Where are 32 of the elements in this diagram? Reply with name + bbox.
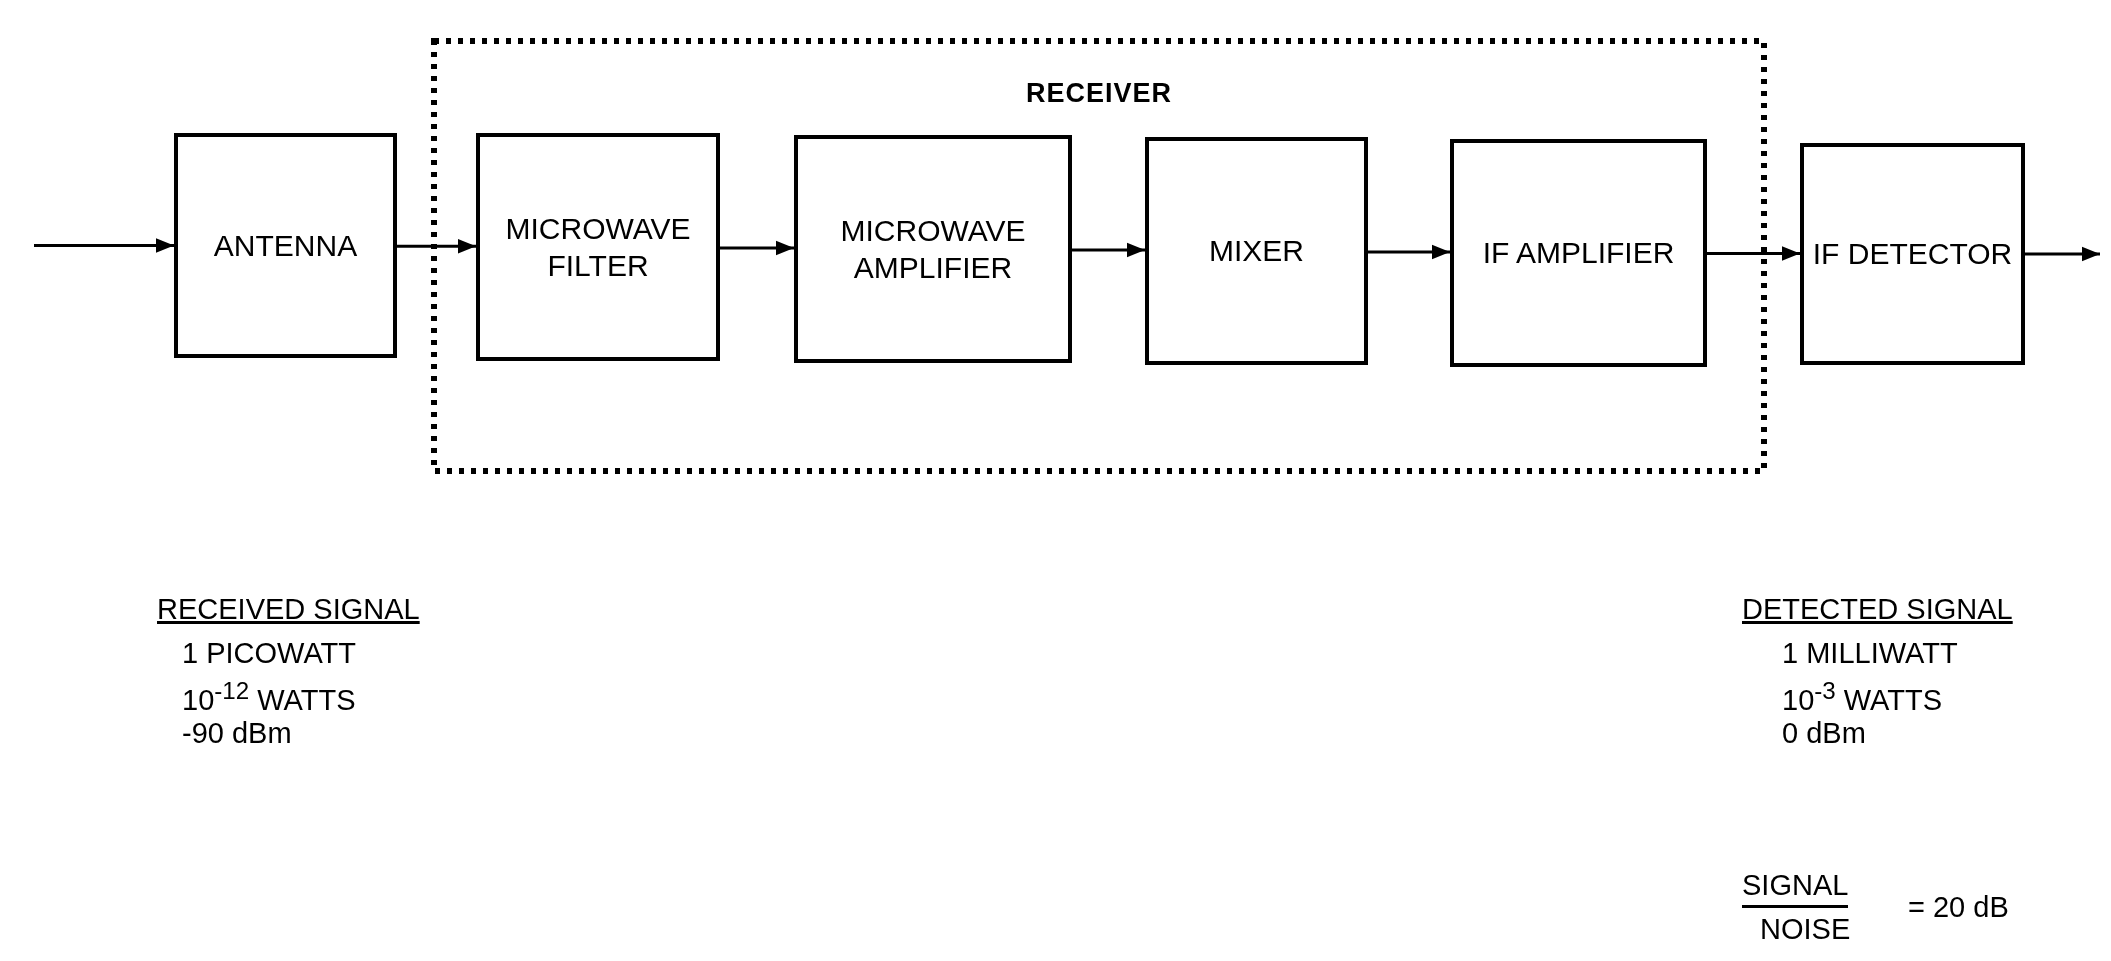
ratio-value: = 20 dB — [1908, 890, 2009, 925]
block-label: MIXER — [1209, 233, 1304, 270]
signal-arrow — [397, 239, 476, 254]
signal-arrow — [1707, 246, 1800, 261]
measurement-text: 1 MILLIWATT — [1782, 636, 1958, 671]
block-label: ANTENNA — [213, 227, 358, 264]
block-label: MICROWAVE AMPLIFIER — [839, 212, 1027, 286]
measurement-text: -90 dBm — [182, 716, 292, 751]
block-label: IF AMPLIFIER — [1482, 235, 1675, 272]
block-box — [1145, 137, 1368, 365]
block-box — [1450, 139, 1707, 367]
measurement-text: 10$^{-3}$ WATTS — [1782, 676, 1943, 718]
hatched-group-boundary — [431, 38, 1767, 474]
signal-arrow — [2025, 246, 2100, 262]
block-box — [794, 135, 1072, 363]
section-heading: DETECTED SIGNAL — [1742, 592, 2013, 627]
signal-arrow — [720, 240, 794, 256]
block-box — [476, 133, 720, 361]
measurement-text: 10$^{-12}$ WATTS — [182, 676, 356, 718]
block-box — [174, 133, 397, 358]
signal-arrow — [34, 238, 174, 253]
section-heading: RECEIVED SIGNAL — [157, 592, 420, 627]
signal-arrow — [1072, 242, 1145, 258]
group-title: RECEIVER — [1024, 78, 1173, 109]
block-box — [1800, 143, 2025, 365]
ratio-numerator: SIGNAL — [1742, 868, 1849, 908]
signal-arrow — [1368, 244, 1450, 260]
block-label: IF DETECTOR — [1812, 236, 2013, 273]
ratio-denominator: NOISE — [1760, 912, 1851, 947]
measurement-text: 0 dBm — [1782, 716, 1866, 751]
block-label: MICROWAVE FILTER — [504, 210, 692, 284]
measurement-text: 1 PICOWATT — [182, 636, 356, 671]
